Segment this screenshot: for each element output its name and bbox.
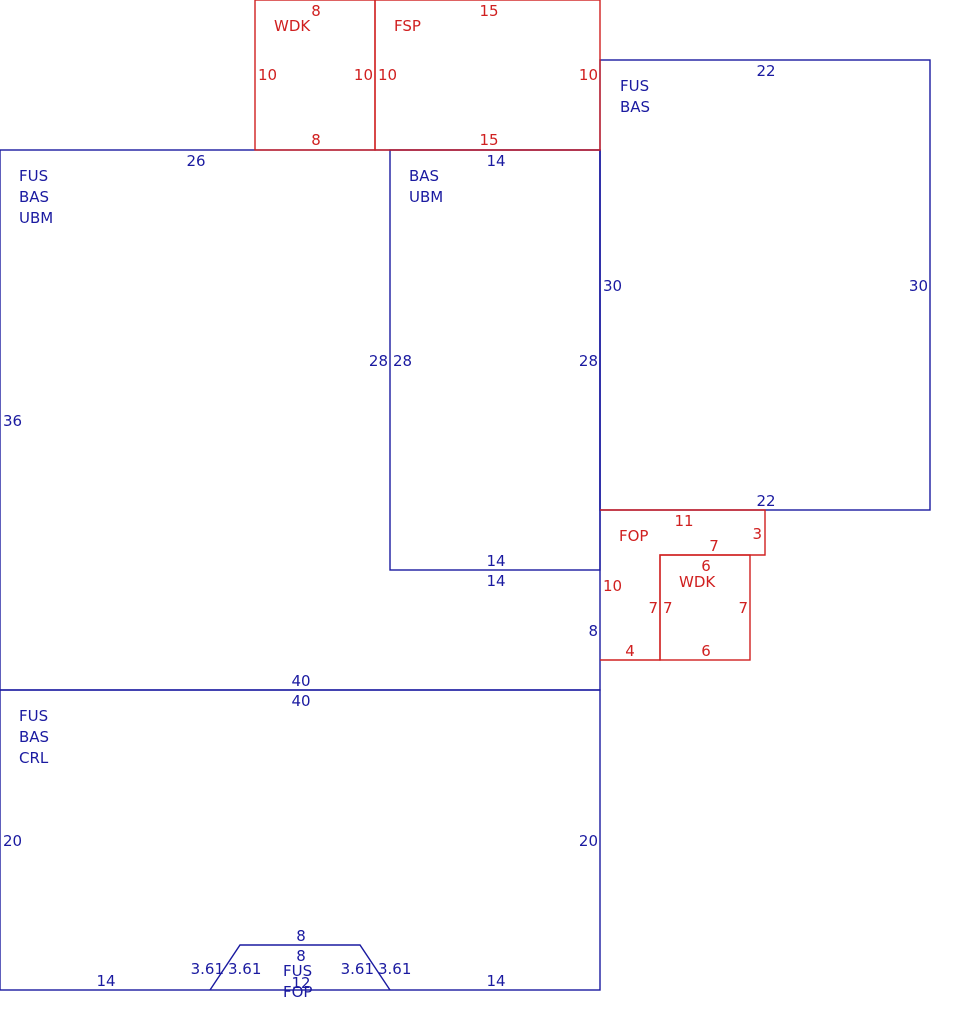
left-main-dim-left: 36 xyxy=(3,412,22,430)
porch-bottom-outline xyxy=(209,944,391,991)
wdk-top-dim-bottom: 8 xyxy=(311,131,321,149)
main-structure-outlines xyxy=(0,59,931,991)
wdk-top-code: WDK xyxy=(274,17,311,35)
wdk-small-dim-bottom: 6 xyxy=(701,642,711,660)
lower-block-dim-left: 20 xyxy=(3,832,22,850)
center-block-dim-left: 28 xyxy=(393,352,412,370)
lower-block-code-3: CRL xyxy=(19,749,49,767)
left-main-dim-top: 26 xyxy=(186,152,205,170)
porch-bottom-dim-top: 8 xyxy=(296,947,306,965)
porch-bottom-dim-bottom: 12 xyxy=(291,974,310,992)
lower-block-code-2: BAS xyxy=(19,728,49,746)
porch-bottom-dim-top-above: 8 xyxy=(296,927,306,945)
lower-block-dim-bottom-left: 14 xyxy=(96,972,115,990)
right-block-code-2: BAS xyxy=(620,98,650,116)
right-block-dim-top: 22 xyxy=(756,62,775,80)
wdk-small-outline xyxy=(659,554,751,661)
left-main-code-2: BAS xyxy=(19,188,49,206)
fop-right-dim-inner: 7 xyxy=(648,599,658,617)
left-main-dim-right: 28 xyxy=(369,352,388,370)
right-block-outline xyxy=(599,59,931,511)
fop-right-code: FOP xyxy=(619,527,648,545)
lower-block-code-1: FUS xyxy=(19,707,48,725)
center-block-dim-bottom: 14 xyxy=(486,552,505,570)
fsp-top-code: FSP xyxy=(394,17,421,35)
right-block-dim-left: 30 xyxy=(603,277,622,295)
fop-right-dim-step: 7 xyxy=(709,537,719,555)
fop-right-dim-top: 11 xyxy=(674,512,693,530)
fsp-top-outline xyxy=(374,0,601,151)
porch-bottom-code-1: FUS xyxy=(283,962,312,980)
left-main-code-3: UBM xyxy=(19,209,53,227)
center-block-outline xyxy=(389,149,601,571)
right-block-dim-bottom: 22 xyxy=(756,492,775,510)
left-main-outline xyxy=(0,149,601,691)
wdk-small-code: WDK xyxy=(679,573,716,591)
porch-bottom-dim-right-outer: 3.61 xyxy=(378,960,411,978)
right-block-code-1: FUS xyxy=(620,77,649,95)
wdk-small-dim-top: 6 xyxy=(701,557,711,575)
fsp-top-dim-left: 10 xyxy=(378,66,397,84)
fop-right-dim-bottom: 4 xyxy=(625,642,635,660)
center-block-code-1: BAS xyxy=(409,167,439,185)
fop-right-dim-end: 3 xyxy=(752,525,762,543)
center-block-dim-top: 14 xyxy=(486,152,505,170)
wdk-top-dim-left: 10 xyxy=(258,66,277,84)
center-block-code-2: UBM xyxy=(409,188,443,206)
lower-block-dim-top: 40 xyxy=(291,692,310,710)
wdk-small-dim-right: 7 xyxy=(738,599,748,617)
porch-bottom-dim-left-inner: 3.61 xyxy=(228,960,261,978)
right-block-dim-right: 30 xyxy=(909,277,928,295)
porch-bottom-dim-right-inner: 3.61 xyxy=(341,960,374,978)
porch-bottom-dim-left-outer: 3.61 xyxy=(191,960,224,978)
addition-outlines xyxy=(254,0,766,661)
area-labels: WDK FSP FUS BAS FUS BAS UBM BAS UBM FOP … xyxy=(19,17,716,1001)
dimension-labels: 8 10 10 8 15 10 10 15 22 30 30 22 26 36 … xyxy=(3,2,928,992)
lower-block-dim-right: 20 xyxy=(579,832,598,850)
fsp-top-dim-top: 15 xyxy=(479,2,498,20)
left-main-code-1: FUS xyxy=(19,167,48,185)
porch-bottom-code-2: FOP xyxy=(283,983,312,1001)
center-block-dim-below: 14 xyxy=(486,572,505,590)
lower-block-dim-bottom-right: 14 xyxy=(486,972,505,990)
lower-block-outline xyxy=(0,689,601,991)
wdk-top-dim-top: 8 xyxy=(311,2,321,20)
fop-right-dim-outer: 8 xyxy=(588,622,598,640)
center-block-dim-right: 28 xyxy=(579,352,598,370)
wdk-top-dim-right: 10 xyxy=(354,66,373,84)
wdk-small-dim-left: 7 xyxy=(663,599,673,617)
fsp-top-dim-bottom: 15 xyxy=(479,131,498,149)
fop-right-dim-left: 10 xyxy=(603,577,622,595)
fsp-top-dim-right: 10 xyxy=(579,66,598,84)
lower-block-dim-top-above: 40 xyxy=(291,672,310,690)
